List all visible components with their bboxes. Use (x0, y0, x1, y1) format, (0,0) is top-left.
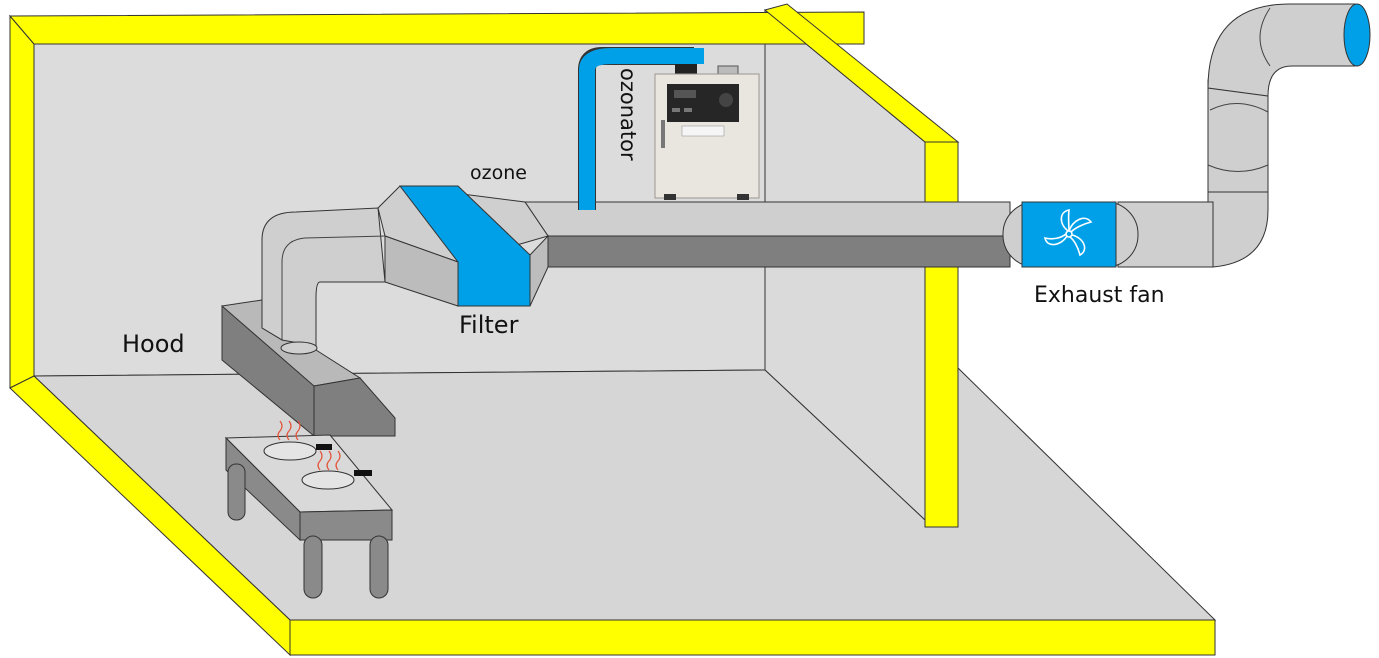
riser-pipe (1207, 79, 1269, 193)
ozonator-outlet (675, 64, 697, 74)
riser-elbow-top (1207, 3, 1356, 97)
exhaust-riser (1207, 3, 1371, 268)
frying-pan (301, 470, 372, 490)
exhaust-fan (1002, 201, 1139, 268)
wall-trim-left (9, 14, 35, 389)
frying-pan (263, 441, 332, 461)
stove (224, 420, 394, 599)
duct-top-face (524, 201, 1011, 237)
range-hood (221, 299, 396, 438)
wall-trim-top (8, 11, 865, 45)
stove-leg (369, 535, 389, 599)
riser-outlet (1343, 3, 1371, 67)
main-duct (524, 201, 1214, 268)
exhaust-fan-label: Exhaust fan (1034, 283, 1165, 308)
stove-leg (227, 463, 246, 521)
ozonator-label: ozonator (616, 68, 640, 161)
hood-front-face (313, 377, 396, 437)
ozone-tube-fill (579, 48, 704, 210)
riser-elbow-bottom (1207, 181, 1269, 268)
room (8, 3, 1217, 657)
ozonator-label-plate (681, 125, 725, 137)
filter-label: Filter (459, 311, 519, 339)
floor (32, 366, 1217, 621)
ozonator-unit (654, 64, 760, 200)
duct-front-face (547, 235, 1011, 268)
floor-trim-front (289, 619, 1216, 656)
filter-unit (377, 185, 549, 307)
ozonator-handle (717, 65, 739, 75)
steam-icon (277, 420, 341, 471)
hood-label: Hood (122, 330, 185, 358)
ozone-label: ozone (470, 162, 527, 184)
filter-element (398, 185, 531, 307)
stove-front-face (299, 509, 393, 541)
stove-leg (303, 535, 323, 599)
fan-icon (1043, 208, 1093, 257)
wall-trim-partition-front (924, 141, 959, 528)
